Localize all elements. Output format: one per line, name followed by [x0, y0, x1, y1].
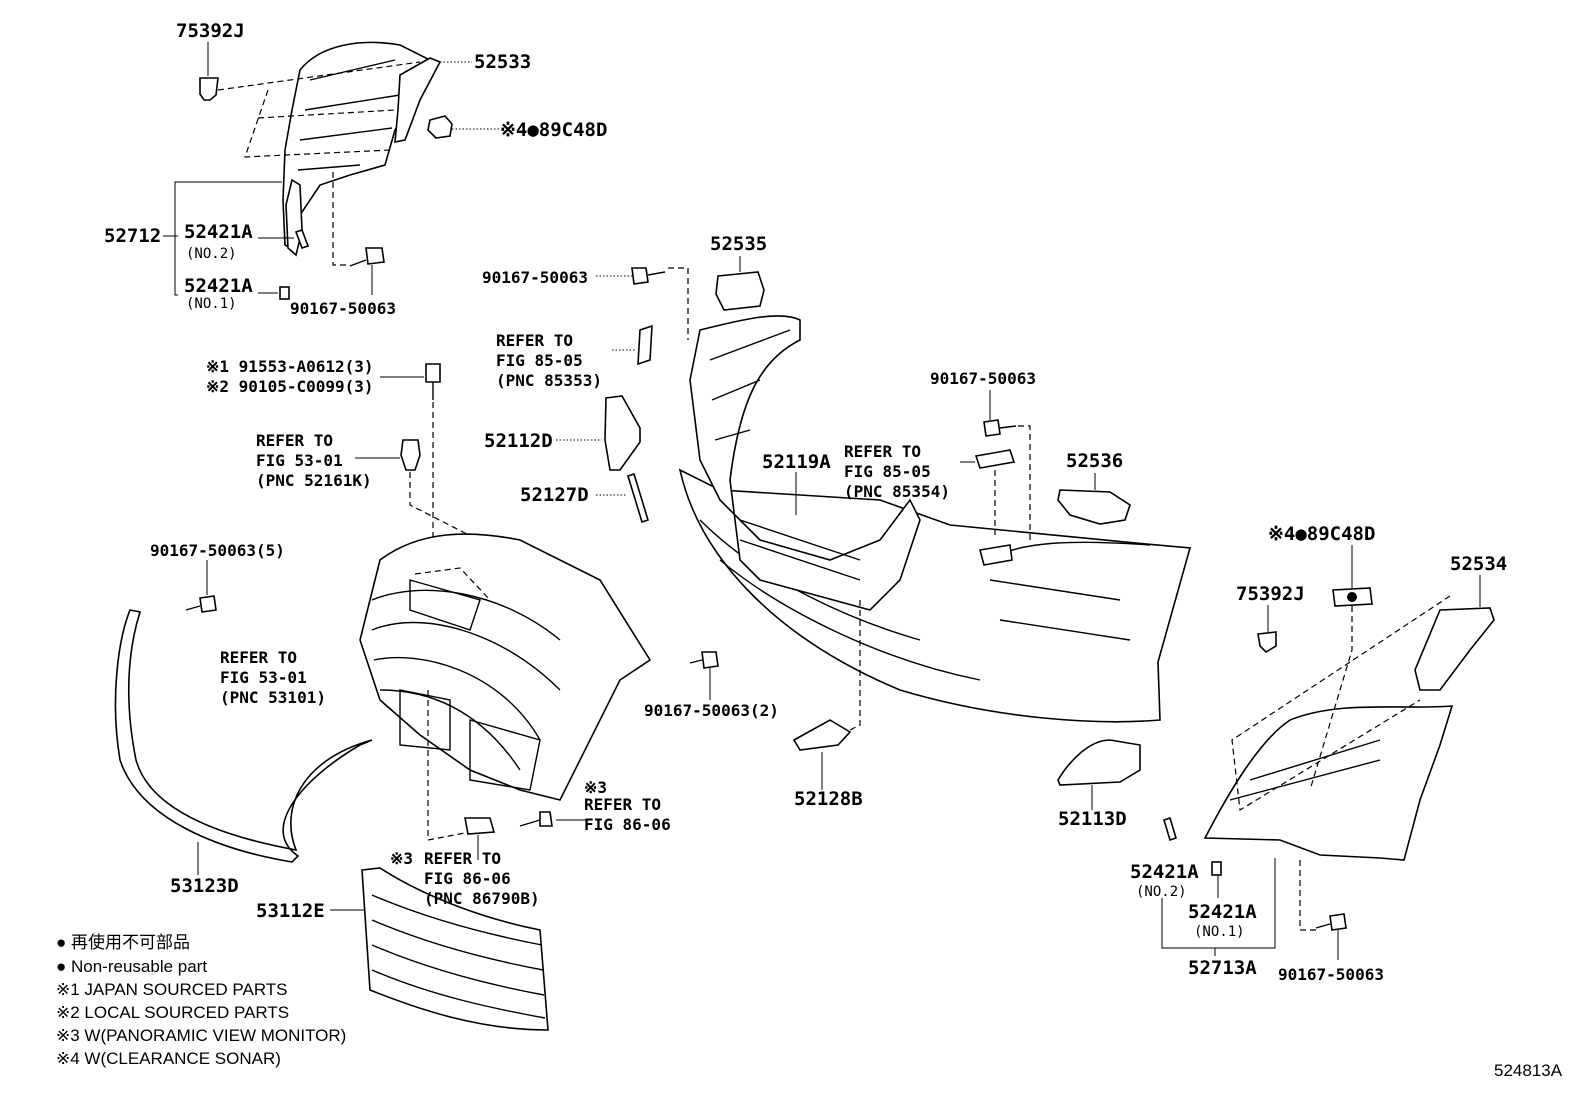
label-91553: ※1 91553-A0612(3): [206, 357, 374, 376]
refer-8505b-line3: (PNC 85354): [844, 482, 950, 501]
refer-grille-line2: FIG 53-01: [220, 668, 307, 687]
label-52713A: 52713A: [1188, 957, 1257, 979]
label-52533: 52533: [474, 51, 531, 73]
legend-item: ※2 LOCAL SOURCED PARTS: [56, 1003, 289, 1022]
clip-icon: [199, 77, 219, 101]
refer-5301-line2: FIG 53-01: [256, 451, 343, 470]
cap-85354-icon: [974, 449, 1016, 469]
refer-8505b-line1: REFER TO: [844, 442, 921, 461]
refer-8606b-line3: (PNC 86790B): [424, 889, 540, 908]
fender-liner-right: [1203, 705, 1454, 861]
bolt-icon: [689, 651, 719, 669]
fender-liner-top-left: [282, 41, 442, 257]
legend-item: ● Non-reusable part: [56, 957, 207, 976]
upper-grille-frame: [359, 533, 652, 801]
label-52712: 52712: [104, 225, 161, 247]
bolt-icon: [631, 267, 666, 285]
refer-8505a-line1: REFER TO: [496, 331, 573, 350]
label-53112E: 53112E: [256, 900, 325, 922]
pin-icon: [1163, 816, 1222, 876]
label-90167-bottom: 90167-50063: [1278, 965, 1384, 984]
dash-bolt-top: [332, 172, 350, 266]
label-90167-mid: 90167-50063: [482, 268, 588, 287]
legend-item: ● 再使用不可部品: [56, 932, 190, 952]
bumper-retainer-52119A: [689, 315, 921, 611]
label-52119A: 52119A: [762, 451, 831, 473]
label-89C48D-right: ※4●89C48D: [1268, 523, 1375, 545]
bracket-52534: [1414, 607, 1495, 691]
sensor-85353-icon: [637, 324, 653, 366]
label-52113D: 52113D: [1058, 808, 1127, 830]
bracket-52127D: [627, 472, 649, 524]
label-52421A-no1-right: 52421A: [1188, 901, 1257, 923]
label-no2-right: (NO.2): [1136, 884, 1187, 900]
refer-8505a-line3: (PNC 85353): [496, 371, 602, 390]
refer-8505b-line2: FIG 85-05: [844, 462, 931, 481]
label-52421A-no2-top: 52421A: [184, 221, 253, 243]
screw-icon: [425, 363, 441, 400]
bumper-cover: [678, 468, 1192, 723]
cover-52128B: [792, 719, 852, 751]
label-52536: 52536: [1066, 450, 1123, 472]
label-75392J-right: 75392J: [1236, 583, 1305, 605]
refer-grille-line1: REFER TO: [220, 648, 297, 667]
label-no2-top: (NO.2): [186, 246, 237, 262]
sensor-bracket-icon: [1332, 587, 1373, 607]
label-52127D: 52127D: [520, 484, 589, 506]
bracket-52535: [715, 271, 765, 311]
label-52534: 52534: [1450, 553, 1507, 575]
camera-bracket-icon: [464, 811, 553, 835]
label-90167-top: 90167-50063: [290, 299, 396, 318]
label-no1-right: (NO.1): [1194, 924, 1245, 940]
legend-item: ※1 JAPAN SOURCED PARTS: [56, 980, 288, 999]
bracket-52113D: [1057, 739, 1141, 786]
bolt-icon: [983, 419, 1017, 437]
clip-icon: [1257, 631, 1277, 654]
refer-8505a-line2: FIG 85-05: [496, 351, 583, 370]
legend-item: ※4 W(CLEARANCE SONAR): [56, 1049, 281, 1068]
sensor-bracket-icon: [427, 115, 453, 139]
legend: ● 再使用不可部品 ● Non-reusable part ※1 JAPAN S…: [56, 932, 346, 1068]
lower-grille-53112E: [361, 867, 549, 1031]
refer-8606a-line2: FIG 86-06: [584, 815, 671, 834]
cap-hole: [979, 544, 1013, 566]
refer-8606a-line1: REFER TO: [584, 795, 661, 814]
label-52421A-no2-right: 52421A: [1130, 861, 1199, 883]
label-90167-right: 90167-50063: [930, 369, 1036, 388]
bolt-icon: [349, 247, 385, 267]
label-no1-top: (NO.1): [186, 296, 237, 312]
refer-grille-line3: (PNC 53101): [220, 688, 326, 707]
label-52421A-no1-top: 52421A: [184, 275, 253, 297]
label-52535: 52535: [710, 233, 767, 255]
refer-5301-line1: REFER TO: [256, 431, 333, 450]
label-75392J-top: 75392J: [176, 20, 245, 42]
label-90167-2: 90167-50063(2): [644, 701, 779, 720]
label-90167-5: 90167-50063(5): [150, 541, 285, 560]
refer-8606b-line1: REFER TO: [424, 849, 501, 868]
label-89C48D-top: ※4●89C48D: [500, 119, 607, 141]
label-53123D: 53123D: [170, 875, 239, 897]
clip-52161K-icon: [400, 439, 421, 471]
legend-item: ※3 W(PANORAMIC VIEW MONITOR): [56, 1026, 346, 1045]
refer-5301-line3: (PNC 52161K): [256, 471, 372, 490]
label-90105: ※2 90105-C0099(3): [206, 377, 374, 396]
refer-8606b-line2: FIG 86-06: [424, 869, 511, 888]
label-s3-a: ※3: [584, 778, 607, 797]
label-s3-b: ※3: [390, 849, 413, 868]
molding-53123D: [114, 609, 373, 863]
dash-75392J-top: [217, 61, 421, 158]
label-52112D: 52112D: [484, 430, 553, 452]
bolt-icon: [1315, 913, 1347, 931]
label-52128B: 52128B: [794, 788, 863, 810]
bolt-icon: [185, 595, 217, 613]
bracket-52712: [163, 181, 282, 296]
figure-id: 524813A: [1494, 1061, 1563, 1080]
pin-icon: [279, 228, 310, 300]
bracket-52112D: [604, 395, 641, 471]
bracket-52536: [1057, 489, 1131, 525]
